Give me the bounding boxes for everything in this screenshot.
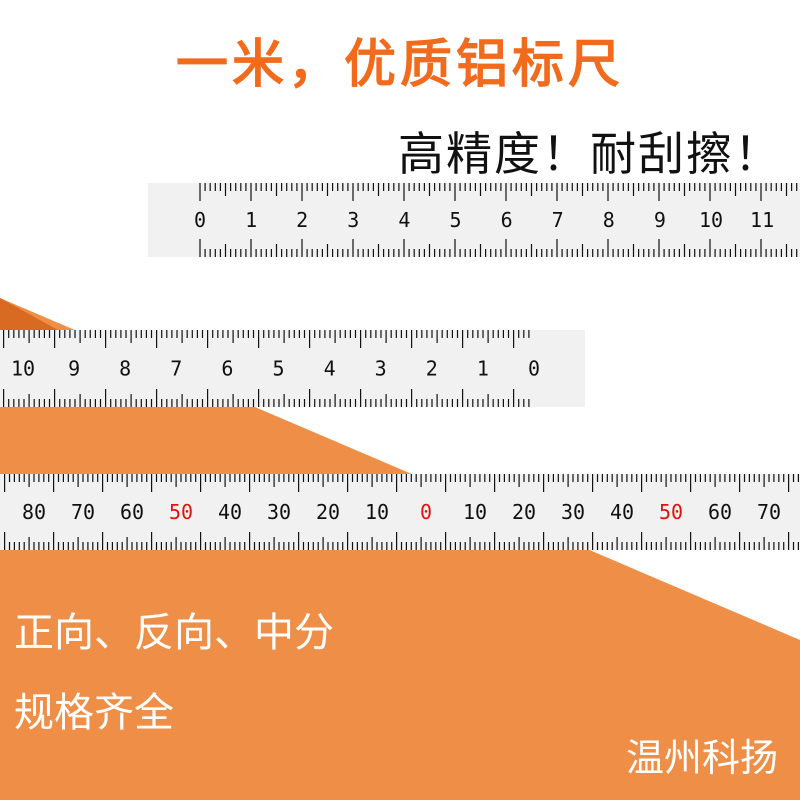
ruler-forward: 0 1 2 3 4 5 6 7 8 9 10 11 <box>148 183 800 257</box>
ruler-label: 8 <box>603 208 615 232</box>
ruler-label: 1 <box>245 208 257 232</box>
ruler-label: 0 <box>528 357 540 381</box>
orange-wedge <box>0 400 330 475</box>
tagline: 高精度！耐刮擦！ <box>398 127 782 181</box>
ruler-label: 9 <box>68 357 80 381</box>
ruler-label: 0 <box>194 208 206 232</box>
ruler-label: 50 <box>659 500 683 524</box>
headline: 一米，优质铝标尺 <box>175 35 624 95</box>
ruler-label: 2 <box>296 208 308 232</box>
ruler-center-svg: 80 70 60 50 40 30 20 10 0 10 20 30 40 50 60 70 <box>3 474 800 550</box>
ruler-label: 4 <box>324 357 336 381</box>
ruler-label: 10 <box>699 208 723 232</box>
feature-line-1: 正向、反向、中分 <box>14 610 334 656</box>
ruler-label: 30 <box>561 500 585 524</box>
ruler-label: 1 <box>477 357 489 381</box>
ruler-label: 20 <box>512 500 536 524</box>
ruler-label: 3 <box>375 357 387 381</box>
ruler-label: 60 <box>708 500 732 524</box>
ruler-label: 50 <box>169 500 193 524</box>
ruler-label: 8 <box>119 357 131 381</box>
ruler-label: 10 <box>11 357 35 381</box>
ruler-label: 11 <box>750 208 774 232</box>
brand-name: 温州科扬 <box>625 736 778 780</box>
ruler-label: 10 <box>365 500 389 524</box>
feature-line-2: 规格齐全 <box>14 690 174 736</box>
ruler-label: 40 <box>218 500 242 524</box>
ruler-label: 70 <box>757 500 781 524</box>
ruler-center: 80 70 60 50 40 30 20 10 0 10 20 30 40 50 60 70 <box>0 474 800 550</box>
ruler-label: 20 <box>316 500 340 524</box>
ruler-label: 30 <box>267 500 291 524</box>
ruler-label: 60 <box>120 500 144 524</box>
ruler-label: 4 <box>398 208 410 232</box>
dark-orange-corner <box>0 298 58 330</box>
ruler-label: 7 <box>552 208 564 232</box>
ruler-label: 7 <box>170 357 182 381</box>
ruler-label: 9 <box>654 208 666 232</box>
ruler-label: 3 <box>347 208 359 232</box>
ruler-label: 5 <box>449 208 461 232</box>
ruler-label: 5 <box>272 357 284 381</box>
ruler-label: 0 <box>420 500 432 524</box>
ruler-label: 10 <box>463 500 487 524</box>
ruler-label: 2 <box>426 357 438 381</box>
ruler-label: 6 <box>501 208 513 232</box>
ruler-label: 40 <box>610 500 634 524</box>
ruler-label: 80 <box>22 500 46 524</box>
ruler-forward-svg: 0 1 2 3 4 5 6 7 8 9 10 11 <box>194 183 798 257</box>
ruler-label: 70 <box>71 500 95 524</box>
ruler-label: 6 <box>221 357 233 381</box>
